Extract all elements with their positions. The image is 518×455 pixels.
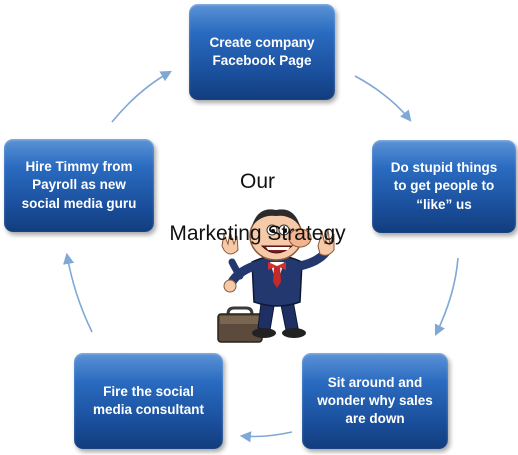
businessman-illustration — [217, 209, 335, 343]
step-create-facebook-page: Create company Facebook Page — [189, 4, 335, 100]
briefcase-icon — [217, 306, 263, 343]
step-hire-timmy: Hire Timmy from Payroll as new social me… — [4, 139, 154, 232]
arrow-4-to-5 — [63, 252, 93, 333]
arrow-1-to-2 — [354, 75, 412, 122]
diagram-title: Our Marketing Strategy — [150, 143, 365, 273]
title-line-1: Our — [239, 170, 275, 193]
step-wonder-why-sales-down: Sit around and wonder why sales are down — [302, 353, 448, 449]
arrow-2-to-3 — [434, 257, 459, 337]
arrow-5-to-1 — [111, 70, 172, 123]
arrow-3-to-4 — [239, 431, 293, 443]
title-line-2: Marketing Strategy — [169, 222, 346, 245]
step-do-stupid-things: Do stupid things to get people to “like”… — [372, 140, 516, 233]
step-fire-consultant: Fire the social media consultant — [74, 353, 223, 449]
